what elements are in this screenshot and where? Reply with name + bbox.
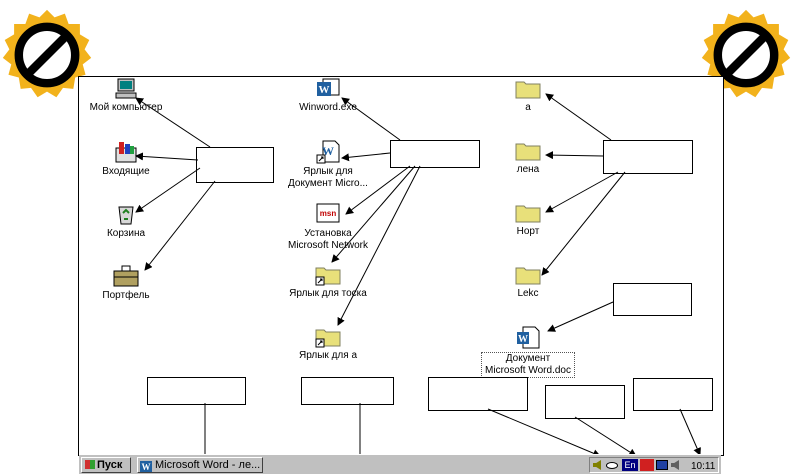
svg-text:msn: msn [320,209,337,218]
svg-text:W: W [319,84,330,96]
desktop-icon-shortcut-toska[interactable]: Ярлык для тоска [268,264,388,300]
computer-icon [115,78,137,99]
prohibition-badge-right-icon [701,9,791,98]
desktop-icon-msn-setup[interactable]: msn Установка Microsoft Network [268,202,388,252]
desktop-icon-recycle-bin[interactable]: Корзина [66,202,186,240]
desktop-icon-folder-a[interactable]: а [468,78,588,114]
briefcase-icon [113,265,139,287]
volume-icon[interactable] [671,460,679,470]
msn-icon: msn [316,203,340,223]
folder-shortcut-icon [315,329,341,348]
recycle-bin-icon [118,206,134,225]
callout-box-taskbar [301,377,394,405]
word-app-icon: W [317,78,340,96]
callout-box-language [545,385,625,419]
word-document-shortcut-icon: W [316,140,340,164]
windows-logo-icon [85,460,95,469]
callout-box-folders [603,140,693,174]
eye-icon[interactable] [606,462,618,469]
desktop-icon-folder-lena[interactable]: лена [468,140,588,176]
desktop-icon-winword-exe[interactable]: W Winword.exe [268,78,388,114]
desktop-icon-folder-nort[interactable]: Норт [468,202,588,238]
word-document-icon: W [517,326,540,349]
folder-icon [515,81,541,99]
callout-box-start-button [147,377,246,405]
folder-icon [515,267,541,285]
desktop-icon-briefcase[interactable]: Портфель [66,264,186,302]
keyboard-layout-icon[interactable] [640,459,654,471]
callout-box-document [613,283,692,316]
folder-icon [515,143,541,161]
network-icon[interactable] [656,460,668,470]
desktop-icon-folder-leks[interactable]: Lekc [468,264,588,300]
desktop-icon-shortcut-document[interactable]: W Ярлык для Документ Micro... [268,140,388,190]
language-indicator[interactable]: En [622,459,638,471]
start-button[interactable]: Пуск [81,457,131,473]
callout-box-system-icons [196,147,274,183]
desktop-icon-shortcut-a[interactable]: Ярлык для а [268,326,388,362]
prohibition-badge-left-icon [2,9,92,98]
callout-box-tray [428,377,528,411]
callout-box-programs-shortcuts [390,140,480,168]
speaker-icon[interactable] [593,460,601,470]
system-tray: En 10:11 [589,457,719,473]
folder-icon [515,205,541,223]
svg-text:W: W [518,334,528,345]
word-app-icon: W [140,461,152,472]
clock[interactable]: 10:11 [691,461,716,472]
desktop-icon-my-computer[interactable]: Мой компьютер [66,78,186,114]
callout-box-clock [633,378,713,411]
folder-shortcut-icon [315,267,341,286]
